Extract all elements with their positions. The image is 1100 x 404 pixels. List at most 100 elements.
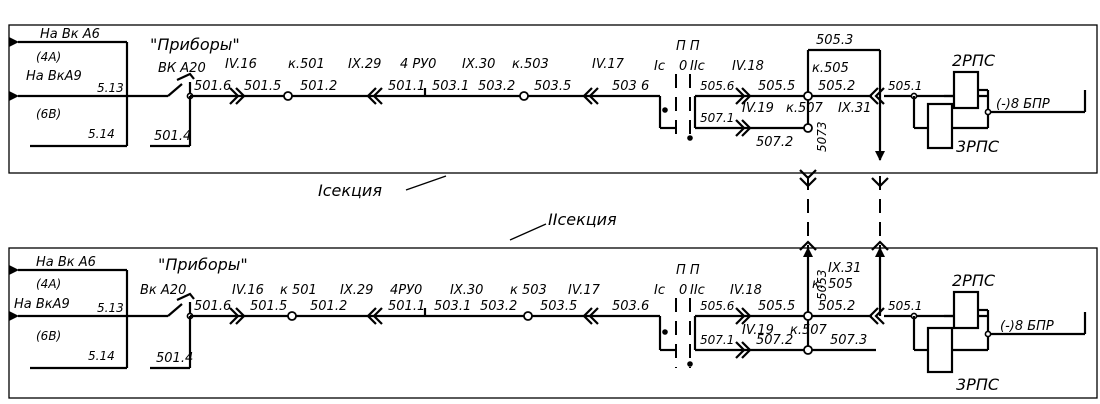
label-514: 5.14 [88, 349, 115, 363]
label-iv19: IV.19 [742, 101, 774, 116]
plug-4 [735, 87, 752, 105]
label-5071: 507.1 [700, 111, 734, 125]
label-5015: 501.5 [250, 299, 287, 314]
label-5055: 505.5 [758, 79, 795, 94]
leader-section-1 [405, 175, 447, 191]
label-5071: 507.1 [700, 333, 734, 347]
label-vk-a20: ВК А20 [158, 61, 206, 76]
node-bpr [984, 330, 992, 338]
label-5016: 501.6 [194, 299, 231, 314]
label-iv16: IV.16 [225, 57, 257, 72]
label-pp: П П [676, 263, 700, 278]
label-k503: к.503 [512, 57, 549, 72]
term-503 [519, 91, 529, 101]
plug-3 [582, 87, 599, 105]
label-5012: 501.2 [300, 79, 337, 94]
label-5036: 503.6 [612, 299, 649, 314]
label-ix29: IX.29 [348, 57, 381, 72]
label-5053: 505.3 [816, 33, 853, 48]
label-iv17: IV.17 [568, 283, 601, 298]
plug-1 [229, 307, 246, 325]
label-k507: к.507 [790, 323, 828, 338]
label-iv17: IV.17 [592, 57, 625, 72]
label-5016: 501.6 [194, 79, 231, 94]
label-5073: 507.3 [830, 333, 867, 348]
label-4a: (4А) [36, 277, 61, 291]
relay-2rps [952, 70, 980, 110]
receptacle-1 [799, 169, 817, 188]
label-5073: 5073 [815, 121, 829, 152]
label-zero: 0 [679, 283, 687, 298]
label-5035: 503.5 [534, 79, 571, 94]
label-2rps: 2РПС [952, 271, 996, 290]
label-iv18: IV.18 [732, 59, 764, 74]
label-ix31: IX.31 [828, 261, 861, 276]
label-513: 5.13 [97, 81, 124, 95]
pp-contact-2 [687, 135, 693, 141]
label-k505: к.505 [812, 61, 849, 76]
label-5072: 507.2 [756, 333, 793, 348]
label-section-2: IIсекция [548, 210, 617, 229]
label-iv19: IV.19 [742, 323, 774, 338]
label-k501: к 501 [280, 283, 317, 298]
label-bpr: (-)8 БПР [1000, 319, 1054, 334]
label-4ru0: 4 РУ0 [400, 57, 436, 72]
section-1-panel: На Вк А6 (4А) На ВкА9 (6В) 5.13 5.14 "Пр… [8, 24, 1098, 174]
label-pp: П П [676, 39, 700, 54]
label-5014: 501.4 [156, 351, 193, 366]
label-2rps: 2РПС [952, 51, 996, 70]
term-505 [803, 311, 813, 321]
panel-frame [8, 247, 1098, 399]
plug-2 [366, 307, 383, 325]
plug-6 [868, 87, 885, 105]
term-505 [803, 91, 813, 101]
label-4ru0: 4РУ0 [390, 283, 422, 298]
label-k507: к.507 [786, 101, 824, 116]
pp-contact [662, 329, 668, 335]
relay-3rps [926, 326, 954, 374]
label-na-vk-a9: На ВкА9 [14, 297, 70, 312]
label-5056: 505.6 [700, 299, 735, 313]
receptacle-2 [871, 177, 889, 188]
label-5052: 505.2 [818, 79, 855, 94]
label-section-1: Iсекция [318, 181, 382, 200]
label-5055: 505.5 [758, 299, 795, 314]
label-na-vk-a6: На Вк А6 [40, 27, 100, 42]
switch-contact [167, 72, 195, 97]
label-5014: 501.4 [154, 129, 191, 144]
label-5031: 503.1 [432, 79, 469, 94]
label-5035: 503.5 [540, 299, 577, 314]
plug-2 [366, 87, 383, 105]
label-iic: IIс [690, 59, 705, 74]
leader-section-2 [509, 223, 547, 241]
label-5051: 505.1 [888, 299, 922, 313]
label-zero: 0 [679, 59, 687, 74]
label-5015: 501.5 [244, 79, 281, 94]
label-5032: 503.2 [478, 79, 515, 94]
plug-4 [735, 307, 752, 325]
label-ix30: IX.30 [462, 57, 495, 72]
label-iic: IIс [690, 283, 705, 298]
plug-6 [868, 307, 885, 325]
label-5052: 505.2 [818, 299, 855, 314]
label-6b: (6В) [36, 329, 61, 343]
label-5031: 503.1 [434, 299, 471, 314]
label-5036: 503 6 [612, 79, 649, 94]
label-k501: к.501 [288, 57, 325, 72]
label-ix29: IX.29 [340, 283, 373, 298]
term-507 [803, 345, 813, 355]
term-503 [523, 311, 533, 321]
switch-contact [167, 292, 195, 317]
plug-5 [735, 341, 752, 359]
label-k505: к. 505 [812, 277, 853, 292]
label-5053: 5053 [815, 269, 829, 300]
receptacle-3 [799, 240, 817, 251]
label-514: 5.14 [88, 127, 115, 141]
section-2-panel: На Вк А6 (4А) На ВкА9 (6В) 5.13 5.14 "Пр… [8, 247, 1098, 399]
label-iv16: IV.16 [232, 283, 264, 298]
label-na-vk-a6: На Вк А6 [36, 255, 96, 270]
label-5011: 501.1 [388, 299, 425, 314]
label-513: 5.13 [97, 301, 124, 315]
receptacle-4 [871, 240, 889, 251]
label-na-vk-a9: На ВкА9 [26, 69, 82, 84]
